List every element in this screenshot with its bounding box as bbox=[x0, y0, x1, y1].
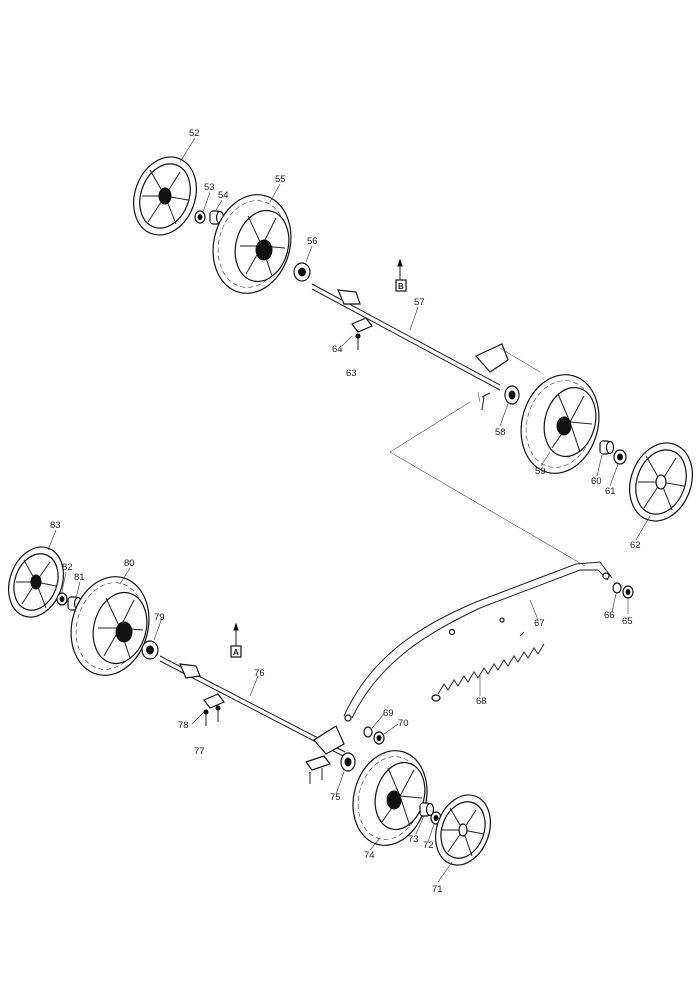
wheel-74 bbox=[352, 750, 428, 846]
label-76: 76 bbox=[254, 668, 265, 679]
hubcap-71 bbox=[435, 794, 491, 866]
label-53: 53 bbox=[204, 182, 215, 193]
bracket-78 bbox=[203, 693, 225, 726]
bracket-75 bbox=[305, 752, 356, 784]
label-78: 78 bbox=[178, 720, 189, 731]
label-79: 79 bbox=[154, 612, 165, 623]
label-77: 77 bbox=[194, 746, 205, 757]
washer-53 bbox=[194, 210, 206, 224]
label-60: 60 bbox=[591, 476, 602, 487]
label-81: 81 bbox=[74, 572, 85, 583]
label-62: 62 bbox=[630, 540, 641, 551]
label-70: 70 bbox=[398, 718, 409, 729]
label-54: 54 bbox=[218, 190, 229, 201]
marker-a: A bbox=[230, 622, 242, 658]
bearing-58 bbox=[481, 385, 520, 411]
label-83: 83 bbox=[50, 520, 61, 531]
label-67: 67 bbox=[534, 618, 545, 629]
label-75: 75 bbox=[330, 792, 341, 803]
marker-a-letter: A bbox=[233, 648, 239, 657]
spring-68 bbox=[431, 631, 545, 702]
guide-lines bbox=[389, 347, 586, 567]
washer-82 bbox=[56, 592, 68, 606]
label-72: 72 bbox=[423, 840, 434, 851]
nut-65 bbox=[622, 585, 634, 599]
washer-69 bbox=[363, 726, 373, 738]
nut-61 bbox=[613, 449, 627, 465]
axle-76 bbox=[159, 655, 346, 758]
bushing-73 bbox=[419, 802, 435, 817]
marker-b: B bbox=[395, 258, 407, 292]
label-68: 68 bbox=[476, 696, 487, 707]
label-56: 56 bbox=[307, 236, 318, 247]
bearing-79 bbox=[141, 640, 159, 660]
label-61: 61 bbox=[605, 486, 616, 497]
handle-67 bbox=[343, 561, 613, 722]
part-labels: 52 53 54 55 56 57 58 59 60 61 62 63 64 6… bbox=[50, 128, 641, 895]
wheel-55 bbox=[212, 194, 292, 294]
hubcap-62 bbox=[629, 442, 693, 522]
label-55: 55 bbox=[275, 174, 286, 185]
axle-57 bbox=[311, 283, 509, 391]
nut-70 bbox=[373, 731, 385, 745]
marker-b-letter: B bbox=[398, 282, 404, 291]
label-58: 58 bbox=[495, 427, 506, 438]
label-63: 63 bbox=[346, 368, 357, 379]
label-73: 73 bbox=[408, 834, 419, 845]
label-64: 64 bbox=[332, 344, 343, 355]
label-80: 80 bbox=[124, 558, 135, 569]
label-59: 59 bbox=[535, 466, 546, 477]
label-66: 66 bbox=[604, 610, 615, 621]
label-71: 71 bbox=[432, 884, 443, 895]
label-82: 82 bbox=[62, 562, 73, 573]
leader-lines bbox=[47, 137, 651, 883]
bushing-60 bbox=[599, 440, 615, 455]
label-74: 74 bbox=[364, 850, 375, 861]
wheel-80 bbox=[70, 576, 150, 676]
label-52: 52 bbox=[189, 128, 200, 139]
hubcap-52 bbox=[133, 156, 197, 236]
wheel-59 bbox=[520, 374, 600, 474]
bearing-56 bbox=[293, 262, 311, 282]
label-57: 57 bbox=[414, 297, 425, 308]
hubcap-83 bbox=[8, 546, 64, 618]
bracket-64 bbox=[351, 317, 373, 350]
label-65: 65 bbox=[622, 616, 633, 627]
label-69: 69 bbox=[383, 708, 394, 719]
washer-66 bbox=[612, 582, 622, 594]
